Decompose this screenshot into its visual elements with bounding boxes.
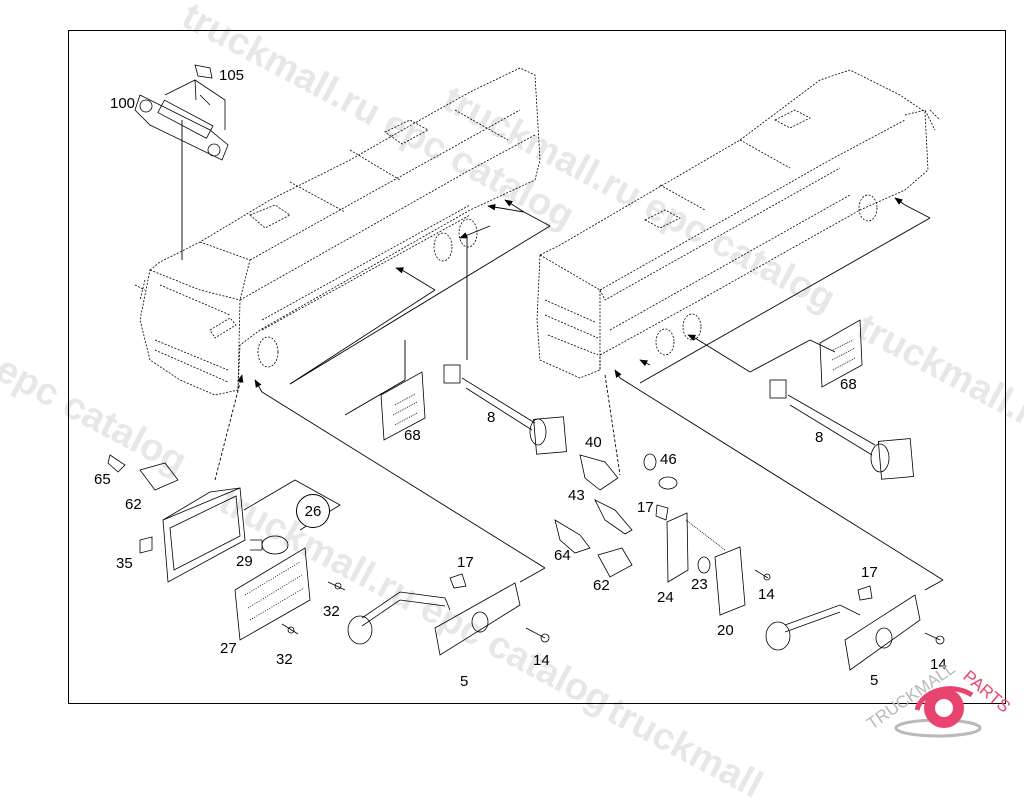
callout-8-right[interactable]: 8 — [815, 429, 824, 446]
callout-43[interactable]: 43 — [568, 487, 585, 504]
part-68-right-reflector — [819, 319, 863, 388]
callout-5-left[interactable]: 5 — [460, 673, 469, 690]
part-43-terminal — [594, 499, 633, 535]
part-40-terminal — [579, 454, 619, 491]
part-20-lamp-housing — [685, 519, 746, 616]
callout-27[interactable]: 27 — [220, 640, 237, 657]
callout-17-left[interactable]: 17 — [457, 554, 474, 571]
callout-14-mid[interactable]: 14 — [758, 586, 775, 603]
part-62-connector-left — [139, 462, 179, 491]
callout-62-left[interactable]: 62 — [125, 496, 142, 513]
part-8-left-marker-lamp — [443, 364, 567, 455]
diagram-artwork — [107, 64, 945, 671]
callout-32-upper[interactable]: 32 — [323, 603, 340, 620]
part-29-bulb — [250, 535, 289, 555]
callout-105[interactable]: 105 — [219, 67, 245, 84]
part-14-mid-screw — [754, 569, 771, 581]
part-26-turn-signal-housing — [162, 487, 246, 583]
callout-100[interactable]: 100 — [110, 95, 136, 112]
callout-29[interactable]: 29 — [236, 553, 253, 570]
part-17-left-nut — [449, 573, 467, 589]
callout-17-right[interactable]: 17 — [861, 564, 878, 581]
part-24-plate — [666, 512, 689, 583]
part-8-right-marker-lamp — [769, 379, 914, 480]
callout-17-mid[interactable]: 17 — [637, 499, 654, 516]
part-17-right-nut — [857, 585, 873, 601]
truckmall-parts-logo: TRUCKMALL PARTS — [863, 660, 1014, 738]
callout-32-lower[interactable]: 32 — [276, 651, 293, 668]
gear-icon — [914, 686, 974, 728]
part-62-mid-connector — [597, 547, 633, 578]
callout-62-mid[interactable]: 62 — [593, 577, 610, 594]
part-27-lens — [234, 547, 311, 641]
callout-26[interactable]: 26 — [296, 494, 330, 528]
part-14-right-screw — [924, 632, 945, 645]
part-64-terminal — [554, 519, 591, 554]
bus-right-illustration — [536, 69, 941, 379]
callout-20[interactable]: 20 — [717, 622, 734, 639]
callout-40[interactable]: 40 — [585, 434, 602, 451]
part-14-left-screw — [525, 627, 550, 643]
part-35-clip — [139, 536, 153, 554]
part-68-left-reflector — [380, 371, 426, 441]
part-105-clip — [194, 64, 213, 79]
part-65-terminal — [107, 454, 126, 473]
part-17-mid-nut — [655, 504, 669, 521]
part-32-screw-upper — [327, 581, 346, 591]
callout-24[interactable]: 24 — [657, 589, 674, 606]
callout-64[interactable]: 64 — [554, 547, 571, 564]
callout-68-left[interactable]: 68 — [404, 427, 421, 444]
callout-65[interactable]: 65 — [94, 471, 111, 488]
callout-23[interactable]: 23 — [691, 576, 708, 593]
callout-14-left[interactable]: 14 — [533, 652, 550, 669]
bus-left-illustration — [134, 67, 541, 396]
callout-5-right[interactable]: 5 — [870, 672, 879, 689]
part-46-ring-terminal — [643, 453, 678, 490]
part-100-interior-lamp — [134, 79, 229, 161]
callout-46[interactable]: 46 — [660, 451, 677, 468]
part-32-screw-lower — [281, 623, 299, 635]
callout-14-right[interactable]: 14 — [930, 656, 947, 673]
part-5-left-side-lamp — [347, 582, 521, 656]
callout-68-right[interactable]: 68 — [840, 376, 857, 393]
callout-35[interactable]: 35 — [116, 555, 133, 572]
bus-right-leaders — [604, 197, 944, 591]
part-23-grommet — [697, 556, 711, 574]
bus-left-leaders — [181, 120, 551, 583]
callout-8-left[interactable]: 8 — [487, 409, 496, 426]
part-5-right-side-lamp — [765, 594, 921, 671]
diagram-frame — [68, 30, 1006, 704]
